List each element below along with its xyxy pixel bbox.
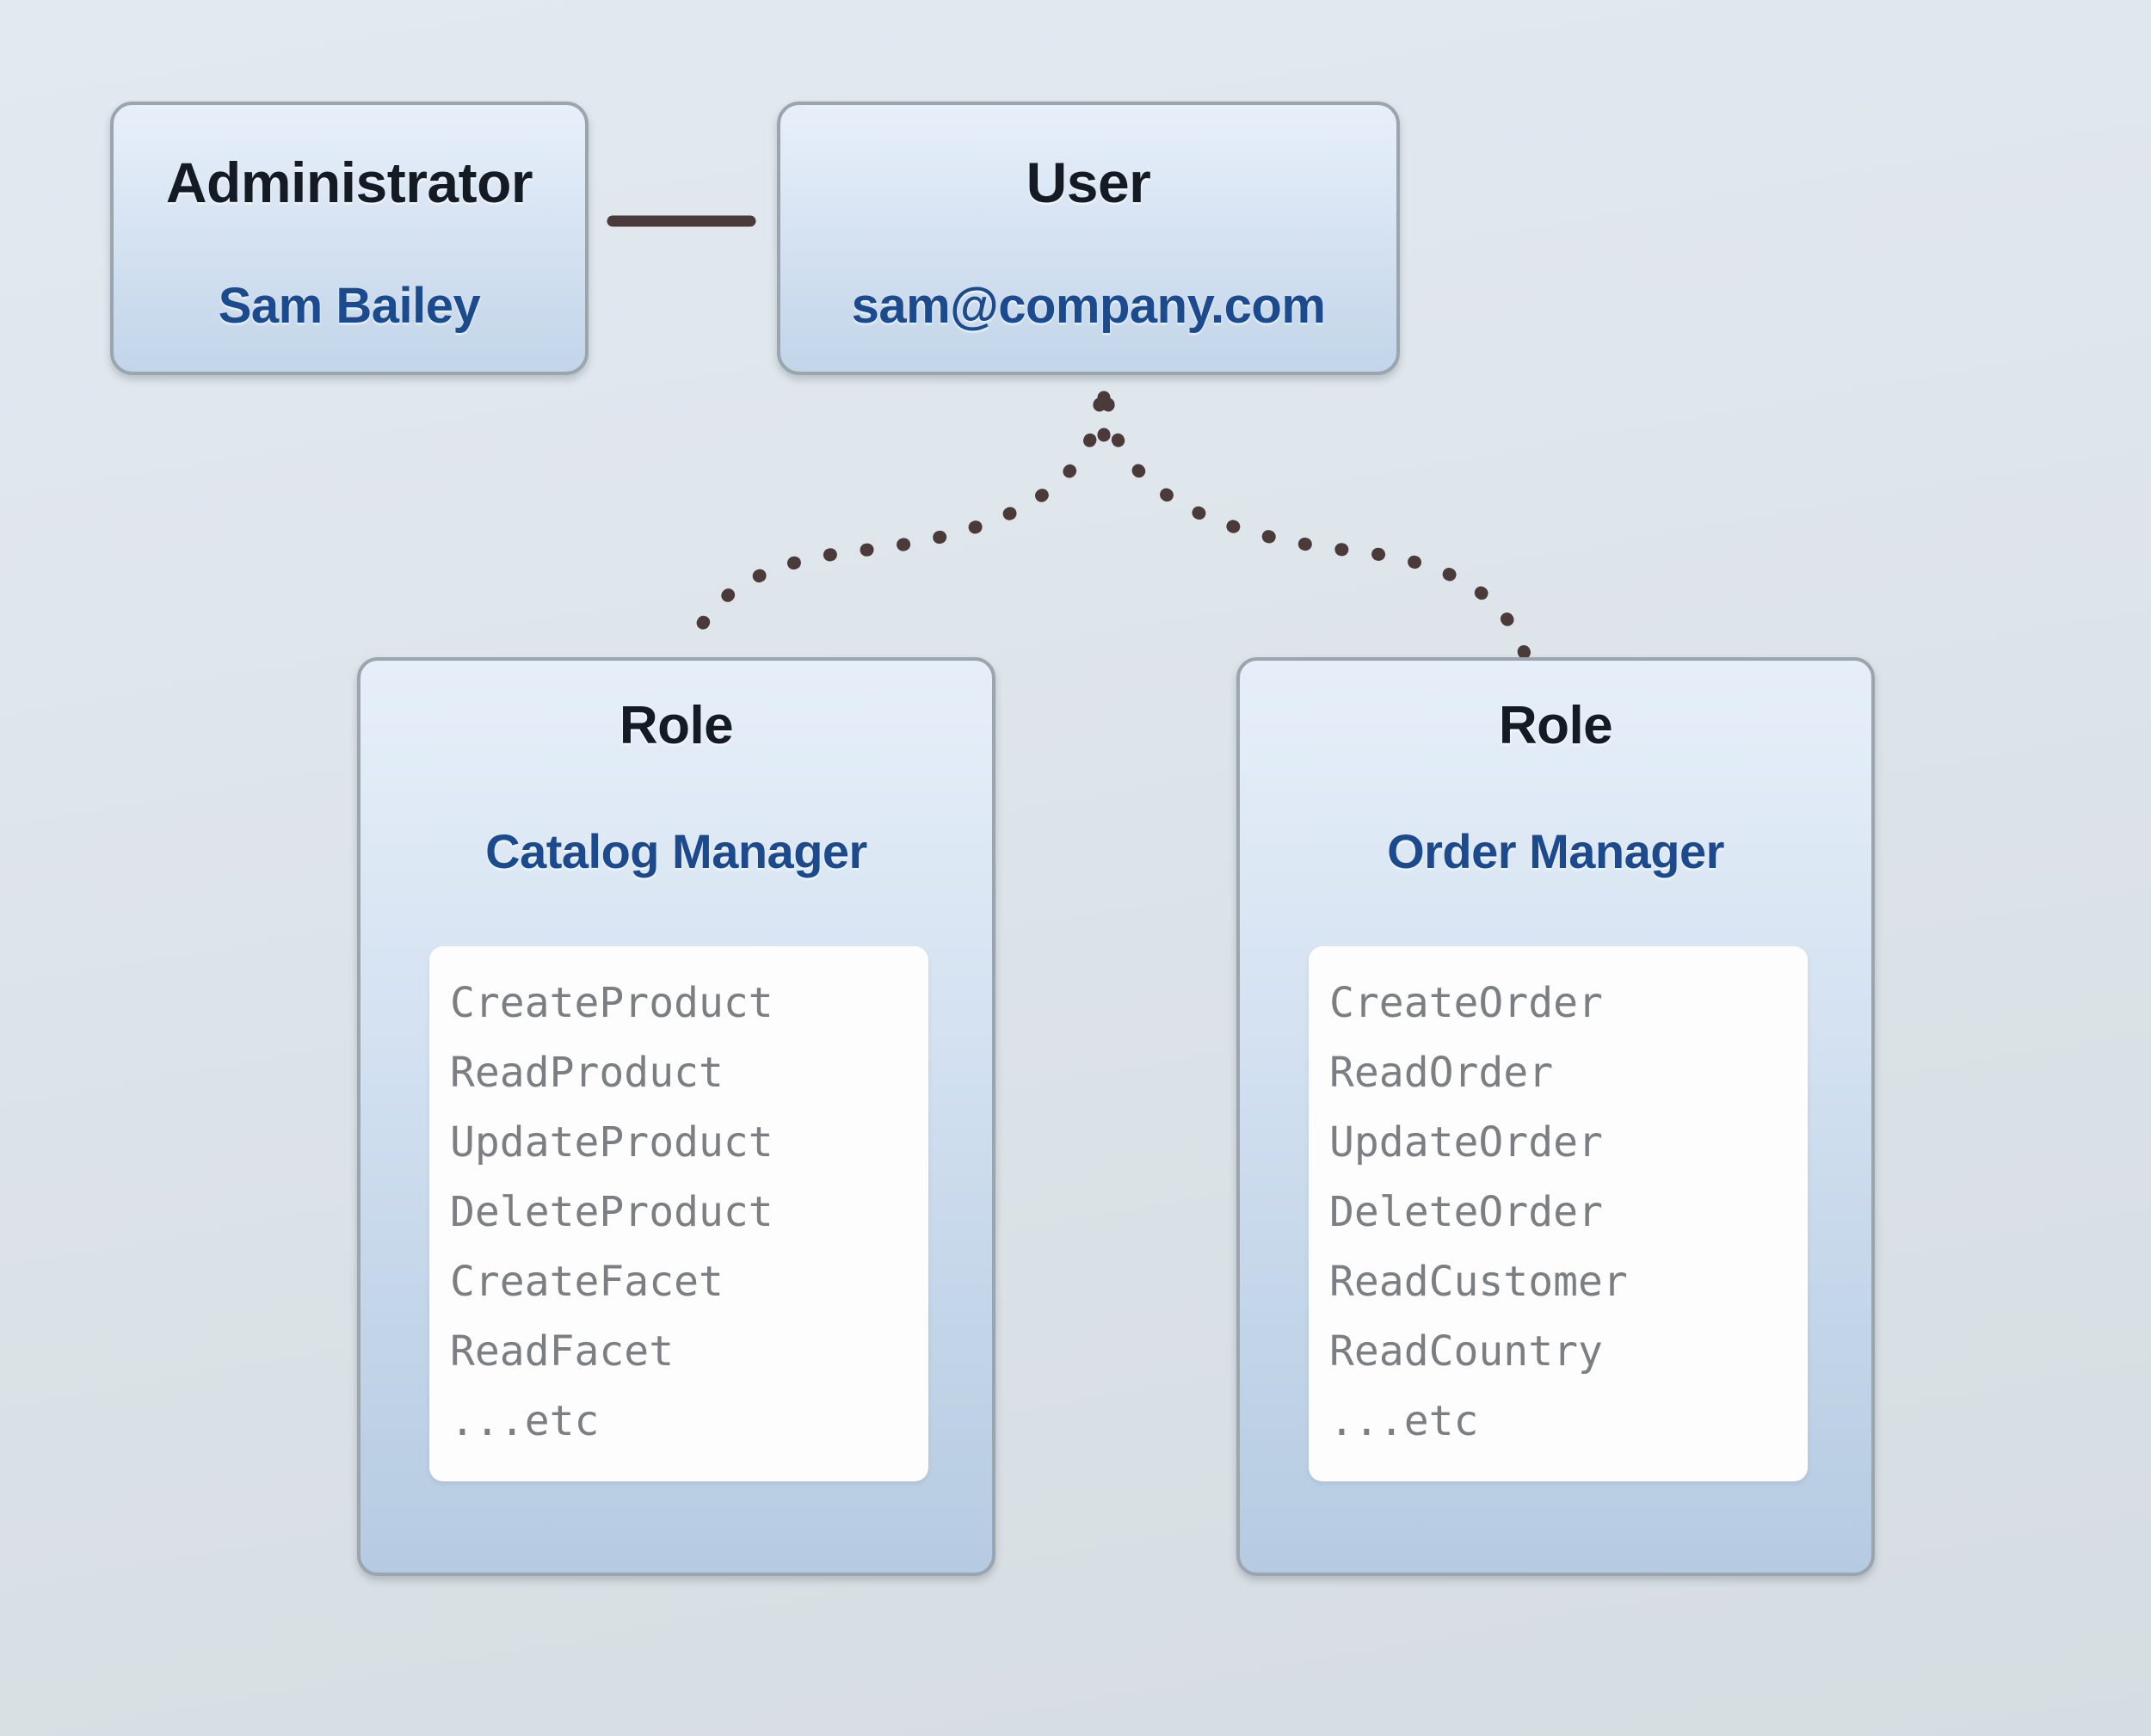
permission-item: ...etc bbox=[1329, 1397, 1479, 1445]
node-user[interactable]: User sam@company.com bbox=[777, 102, 1400, 375]
administrator-type-label: Administrator bbox=[165, 151, 533, 214]
permission-item: ReadCustomer bbox=[1329, 1258, 1628, 1306]
permission-item: ReadCountry bbox=[1329, 1327, 1603, 1376]
permission-item: DeleteOrder bbox=[1329, 1188, 1603, 1236]
node-administrator[interactable]: Administrator Sam Bailey bbox=[110, 102, 589, 375]
edge-user-to-role-catalog bbox=[681, 397, 1106, 661]
permission-item: ReadOrder bbox=[1329, 1049, 1554, 1097]
edge-user-to-role-order bbox=[1101, 397, 1532, 661]
role-order-value-label: Order Manager bbox=[1387, 824, 1724, 878]
permission-item: CreateProduct bbox=[450, 979, 773, 1027]
permission-item: ...etc bbox=[450, 1397, 600, 1445]
permission-item: UpdateProduct bbox=[450, 1118, 773, 1167]
role-catalog-value-label: Catalog Manager bbox=[485, 824, 867, 878]
permission-item: CreateOrder bbox=[1329, 979, 1603, 1027]
permission-item: ReadProduct bbox=[450, 1049, 724, 1097]
user-type-label: User bbox=[1026, 151, 1151, 214]
role-catalog-type-label: Role bbox=[619, 696, 734, 755]
permission-item: DeleteProduct bbox=[450, 1188, 773, 1236]
user-value-label: sam@company.com bbox=[851, 278, 1326, 334]
permission-item: CreateFacet bbox=[450, 1258, 724, 1306]
permission-item: UpdateOrder bbox=[1329, 1118, 1603, 1167]
administrator-value-label: Sam Bailey bbox=[218, 278, 481, 334]
permission-item: ReadFacet bbox=[450, 1327, 675, 1376]
role-order-type-label: Role bbox=[1498, 696, 1613, 755]
